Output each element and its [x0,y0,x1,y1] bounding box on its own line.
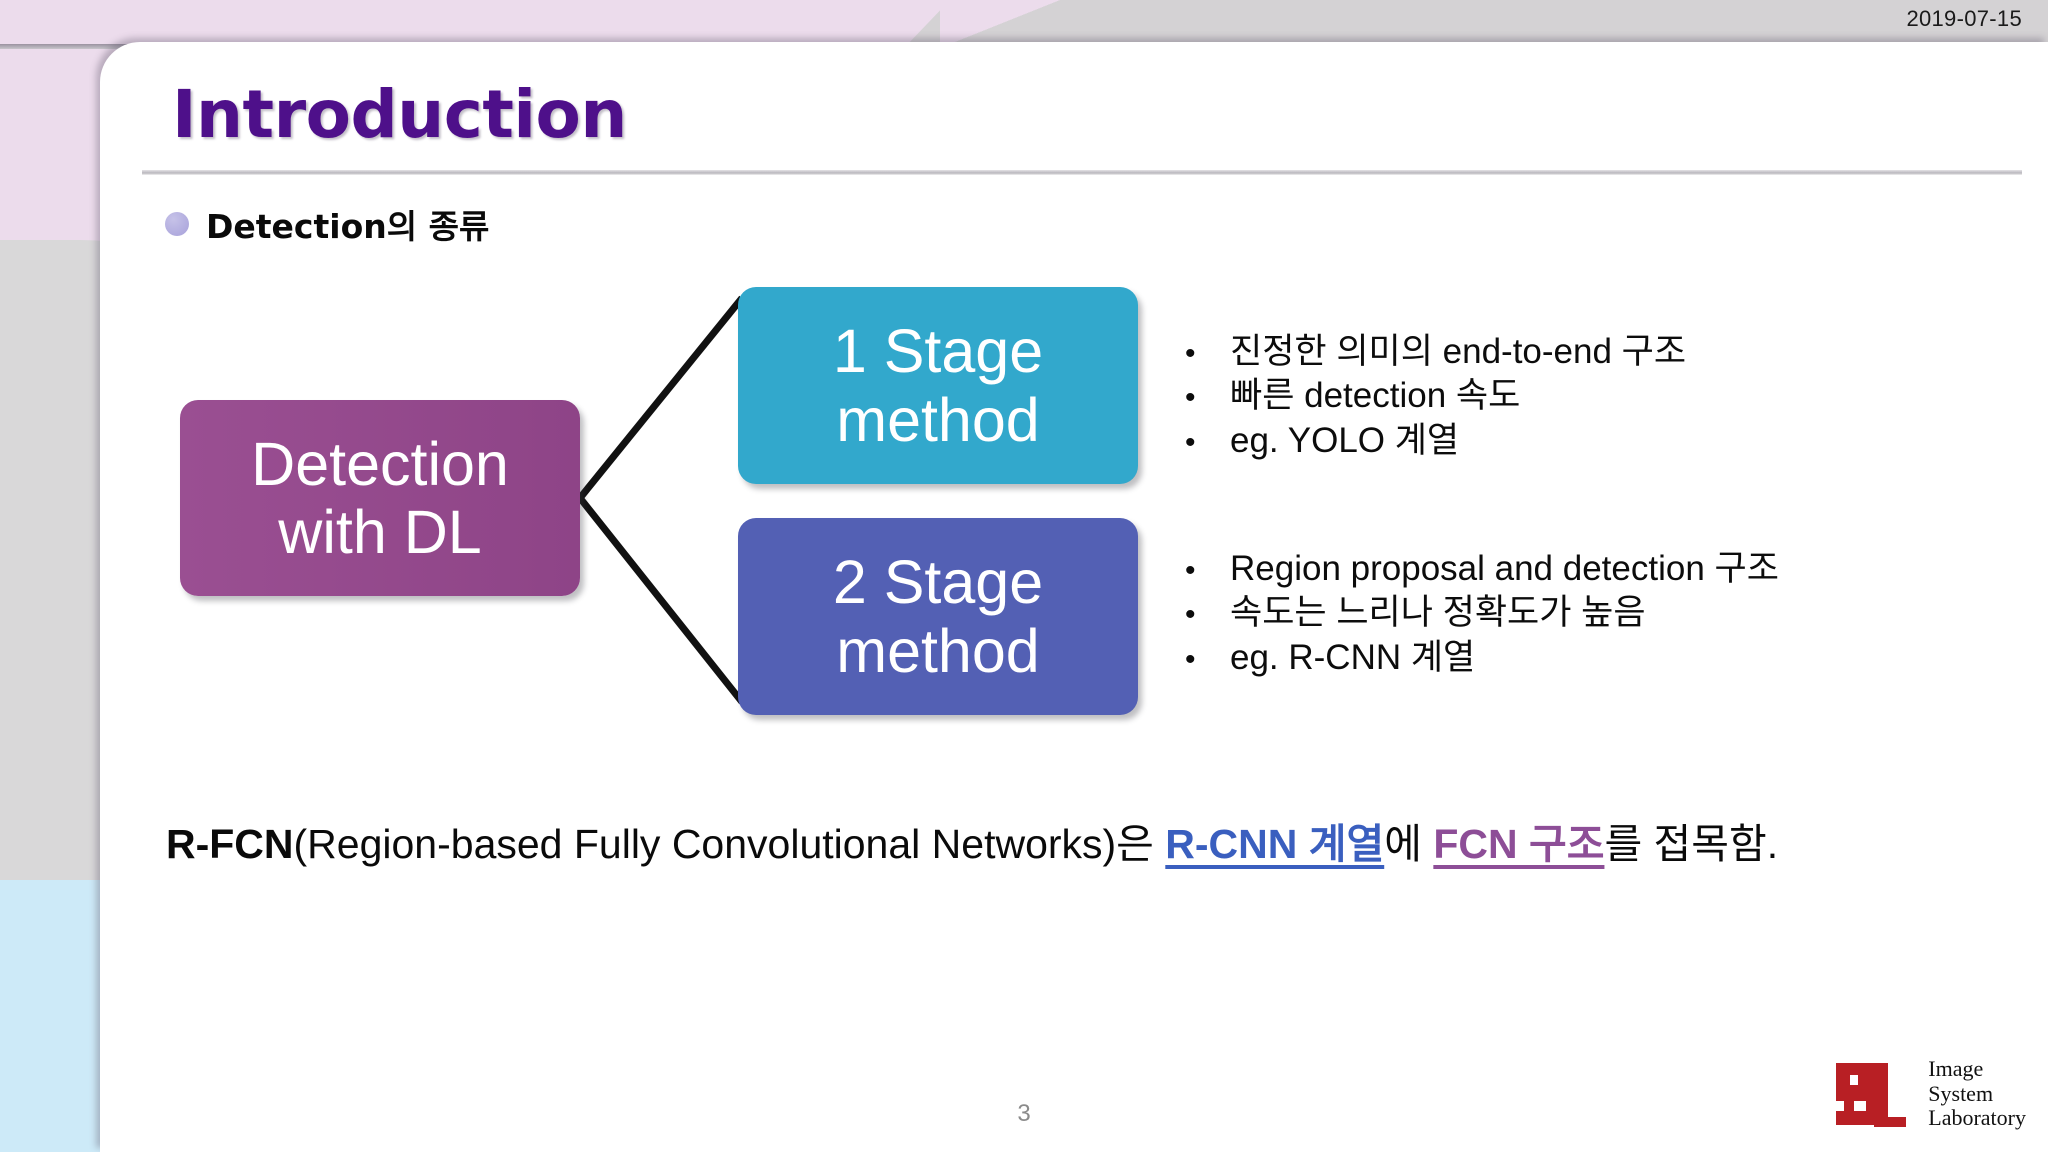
node-root-line1: Detection [251,429,509,498]
background-pink-diagonal [940,0,1060,48]
list-item-label: Region proposal and detection 구조 [1230,549,1779,588]
node-two-line2: method [836,616,1040,685]
summary-link-fcn[interactable]: FCN 구조 [1433,821,1605,867]
summary-bold-lead: R-FCN [166,821,294,867]
organization-logo: Image System Laboratory [1830,1055,2026,1133]
diagram-node-detection-with-dl[interactable]: Detection with DL [180,400,580,596]
logo-line-1: Image [1928,1056,1984,1082]
summary-part2: 에 [1384,821,1434,867]
bullet-group-one-stage: • 진정한 의미의 end-to-end 구조 • 빠른 detection 속… [1185,330,1686,463]
page-number: 3 [1017,1100,1031,1127]
list-item-label: eg. YOLO 계열 [1230,420,1460,460]
diagram-node-1-stage-method[interactable]: 1 Stage method [738,287,1138,484]
summary-part3: 를 접목함. [1604,821,1779,867]
node-one-text: 1 Stage method [833,317,1043,454]
page-title: Introduction [172,76,627,153]
subheading-label: Detection의 종류 [206,207,490,246]
bullet-dot-icon [165,212,189,236]
node-one-line1: 1 Stage [832,317,1044,386]
list-item: • 진정한 의미의 end-to-end 구조 [1185,330,1686,374]
bullet-marker-icon: • [1185,381,1196,415]
bullet-marker-icon: • [1185,554,1196,587]
node-one-line2: method [836,385,1040,454]
list-item: • eg. R-CNN 계열 [1185,636,1779,680]
node-root-text: Detection with DL [251,430,509,567]
bullet-marker-icon: • [1185,337,1196,370]
logo-wordmark: Image System Laboratory [1928,1056,2026,1131]
background-grey-header-band [905,0,2048,47]
summary-part1: (Region-based Fully Convolutional Networ… [293,821,1166,867]
logo-line-3: Laboratory [1928,1105,2026,1131]
node-root-line2: with DL [278,498,482,566]
logo-line-2: System [1928,1080,1994,1106]
summary-sentence: R-FCN(Region-based Fully Convolutional N… [166,810,1778,870]
list-item: • eg. YOLO 계열 [1185,419,1686,463]
bullet-marker-icon: • [1185,642,1196,676]
isl-monogram-icon [1836,1063,1907,1127]
bullet-group-two-stage: • Region proposal and detection 구조 • 속도는… [1185,547,1779,680]
list-item: • 빠른 detection 속도 [1185,374,1686,418]
list-item-label: 빠른 detection 속도 [1230,376,1521,416]
bullet-marker-icon: • [1185,425,1196,459]
title-underline-rule [142,170,2022,175]
node-two-line1: 2 Stage [832,548,1044,617]
list-item-label: 속도는 느리나 정확도가 높음 [1230,593,1646,633]
list-item-label: 진정한 의미의 end-to-end 구조 [1230,332,1687,371]
summary-link-rcnn[interactable]: R-CNN 계열 [1165,821,1385,867]
node-two-text: 2 Stage method [833,548,1043,685]
list-item: • 속도는 느리나 정확도가 높음 [1185,591,1779,635]
slide-date: 2019-07-15 [1906,6,2022,31]
diagram-node-2-stage-method[interactable]: 2 Stage method [738,518,1138,715]
list-item-label: eg. R-CNN 계열 [1230,637,1476,677]
bullet-marker-icon: • [1185,598,1196,632]
subheading-row: Detection의 종류 [165,200,489,248]
list-item: • Region proposal and detection 구조 [1185,547,1779,591]
